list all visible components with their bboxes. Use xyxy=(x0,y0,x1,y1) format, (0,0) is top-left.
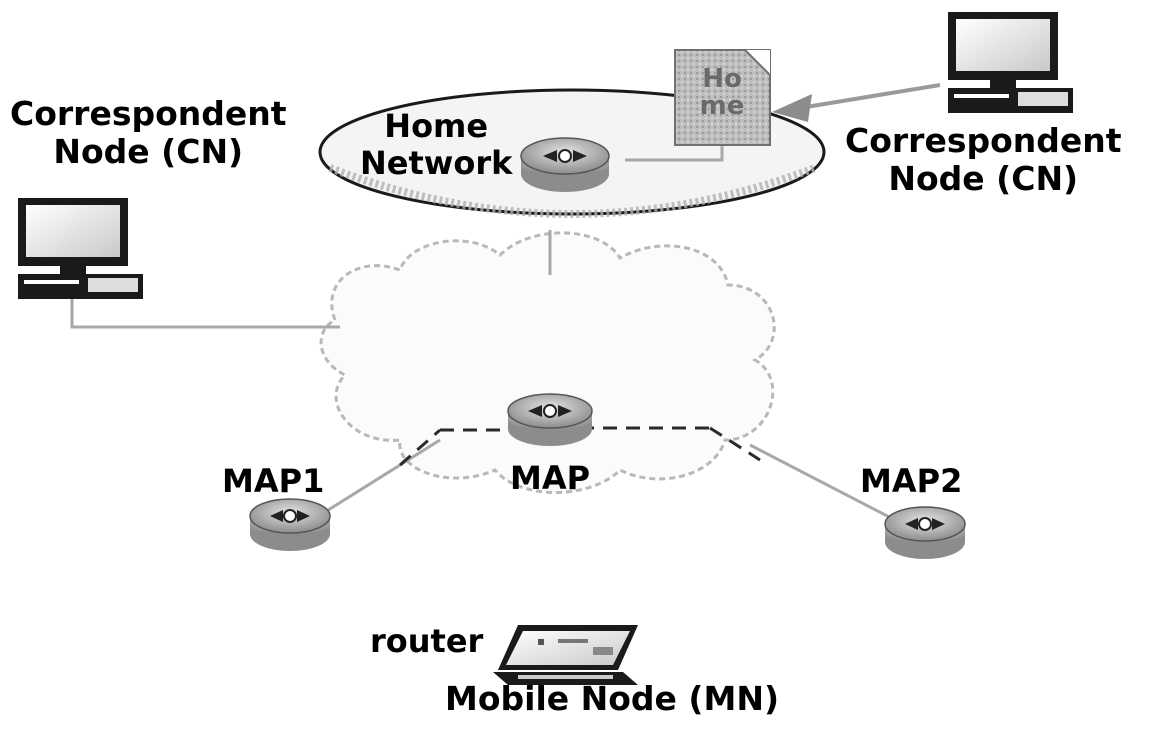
home-agent-label: Ho me xyxy=(690,64,754,122)
cn-right-label: Correspondent Node (CN) xyxy=(845,122,1122,198)
cn-right-label-line1: Correspondent xyxy=(845,121,1122,160)
cn-left-computer-icon xyxy=(18,198,143,299)
cn-right-computer-icon xyxy=(948,12,1073,113)
map-router-icon xyxy=(507,393,593,446)
map2-router-icon xyxy=(884,506,966,559)
mobile-node-label: Mobile Node (MN) xyxy=(445,679,780,718)
cn-left-label-line2: Node (CN) xyxy=(53,131,244,171)
home-agent-label-line2: me xyxy=(699,91,745,122)
cn-right-label-line2: Node (CN) xyxy=(888,158,1079,198)
internet-cloud xyxy=(319,231,776,494)
router-label: router xyxy=(370,622,484,660)
link-map1-to-cloud xyxy=(324,438,441,514)
home-router-icon xyxy=(520,137,610,192)
cn-left-label: Correspondent Node (CN) xyxy=(10,95,287,171)
map1-label: MAP1 xyxy=(222,462,325,500)
link-map2-to-cloud xyxy=(749,443,896,522)
link-cn-left-to-cloud xyxy=(70,290,340,329)
home-agent-label-line1: Ho xyxy=(702,64,742,94)
home-network-label: Home Network xyxy=(360,108,512,182)
arrow-cn-right-to-home xyxy=(772,83,941,122)
map2-label: MAP2 xyxy=(860,462,963,500)
map1-router-icon xyxy=(249,498,331,551)
map-center-label: MAP xyxy=(510,459,591,497)
home-agent-tile xyxy=(674,49,771,146)
home-network-label-line1: Home xyxy=(384,107,489,145)
cn-left-label-line1: Correspondent xyxy=(10,94,287,133)
home-network-label-line2: Network xyxy=(360,143,513,182)
mobile-node-laptop-icon xyxy=(493,625,638,685)
